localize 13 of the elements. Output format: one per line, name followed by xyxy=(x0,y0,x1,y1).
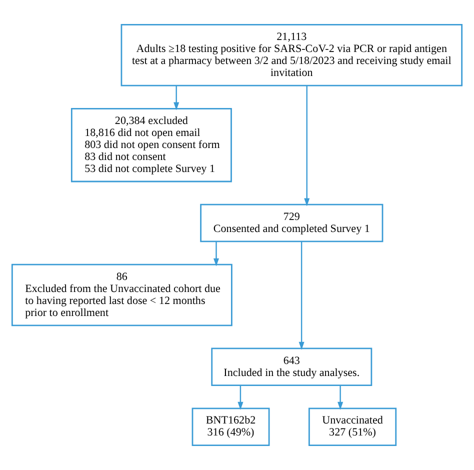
node-box: 643 Included in the study analyses. xyxy=(211,348,372,386)
node-box: 21,113 Adults ≥18 testing positive for SARS-CoV-2 via PCR or rapid antigen test at a pharmacy between 3/2 and 5/18/2023 and receiving study email invitation xyxy=(120,24,463,86)
node-box: 729 Consented and completed Survey 1 xyxy=(200,204,384,242)
arrow xyxy=(304,86,310,206)
node-box: 86 Excluded from the Unvaccinated cohort due to having reported last dose < 12 months prior to enrollment xyxy=(11,264,232,326)
node-box: BNT162b2 316 (49%) xyxy=(192,408,270,446)
node-box: Unvaccinated 327 (51%) xyxy=(308,408,397,446)
arrow xyxy=(338,386,344,410)
node-box: 20,384 excluded 18,816 did not open email 803 did not open consent form 83 did not consent 53 did not complete Survey 1 xyxy=(70,108,232,182)
arrow xyxy=(213,242,220,266)
arrow xyxy=(238,386,244,410)
arrow xyxy=(174,86,180,110)
arrow xyxy=(298,242,304,350)
